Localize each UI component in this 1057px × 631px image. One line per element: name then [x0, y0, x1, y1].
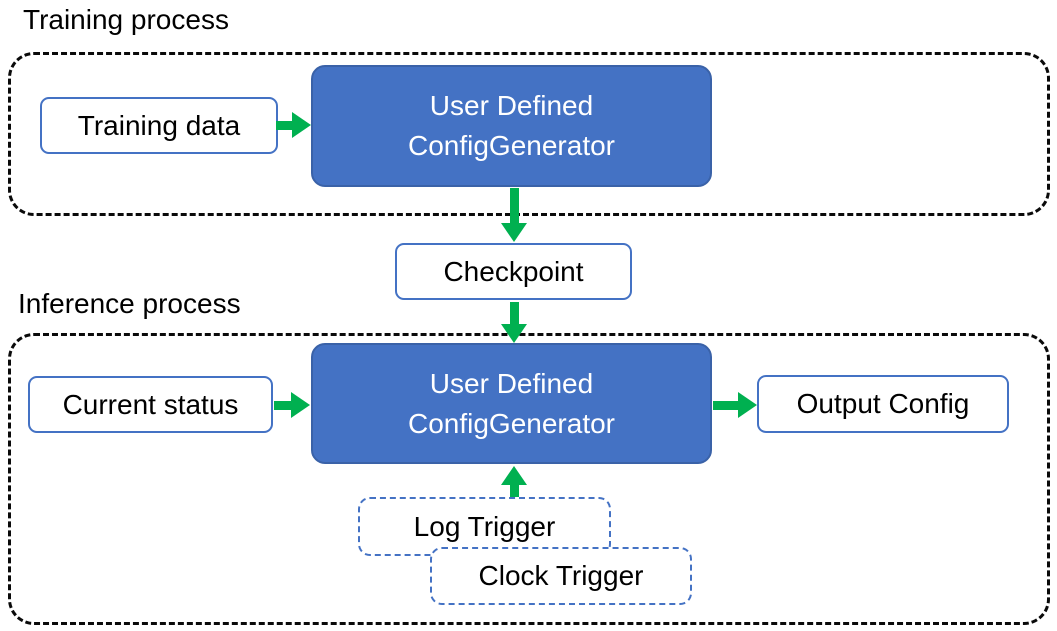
arrow-training-data-to-generator	[276, 112, 311, 138]
training-data-box: Training data	[40, 97, 278, 154]
clock-trigger-box: Clock Trigger	[430, 547, 692, 605]
arrow-generator-to-output	[713, 392, 757, 418]
log-trigger-box: Log Trigger	[358, 497, 611, 556]
arrow-shaft	[509, 485, 519, 497]
log-trigger-label: Log Trigger	[413, 510, 556, 542]
arrow-shaft	[509, 302, 519, 324]
config-generator-training-box: User Defined ConfigGenerator	[311, 65, 712, 187]
arrow-checkpoint-to-generator	[501, 302, 527, 343]
inference-process-title: Inference process	[18, 288, 241, 319]
current-status-box: Current status	[28, 376, 273, 433]
checkpoint-box: Checkpoint	[395, 243, 632, 300]
arrow-generator-to-checkpoint	[501, 188, 527, 242]
checkpoint-label: Checkpoint	[443, 255, 584, 287]
config-generator-training-line2: ConfigGenerator	[407, 130, 615, 161]
arrow-shaft	[276, 120, 292, 130]
inference-process-container	[8, 333, 1050, 625]
arrow-head	[501, 223, 527, 242]
output-config-box: Output Config	[757, 375, 1009, 433]
arrow-head	[501, 324, 527, 343]
training-process-container	[8, 52, 1050, 216]
arrow-head	[291, 392, 310, 418]
arrow-shaft	[509, 188, 519, 223]
arrow-shaft	[713, 400, 738, 410]
arrow-current-status-to-generator	[274, 392, 310, 418]
arrow-head	[292, 112, 311, 138]
training-process-title: Training process	[23, 4, 229, 35]
config-generator-inference-line2: ConfigGenerator	[407, 407, 615, 439]
config-generator-inference-box: User Defined ConfigGenerator	[311, 343, 712, 464]
clock-trigger-label: Clock Trigger	[478, 560, 644, 591]
arrow-shaft	[274, 400, 291, 410]
arrow-trigger-to-generator	[501, 466, 527, 497]
config-generator-inference-line1: User Defined	[429, 367, 594, 399]
arrow-head	[501, 466, 527, 485]
arrow-head	[738, 392, 757, 418]
current-status-label: Current status	[62, 388, 239, 420]
training-data-label: Training data	[77, 109, 241, 141]
config-generator-training-line1: User Defined	[429, 90, 594, 122]
output-config-label: Output Config	[796, 388, 970, 419]
